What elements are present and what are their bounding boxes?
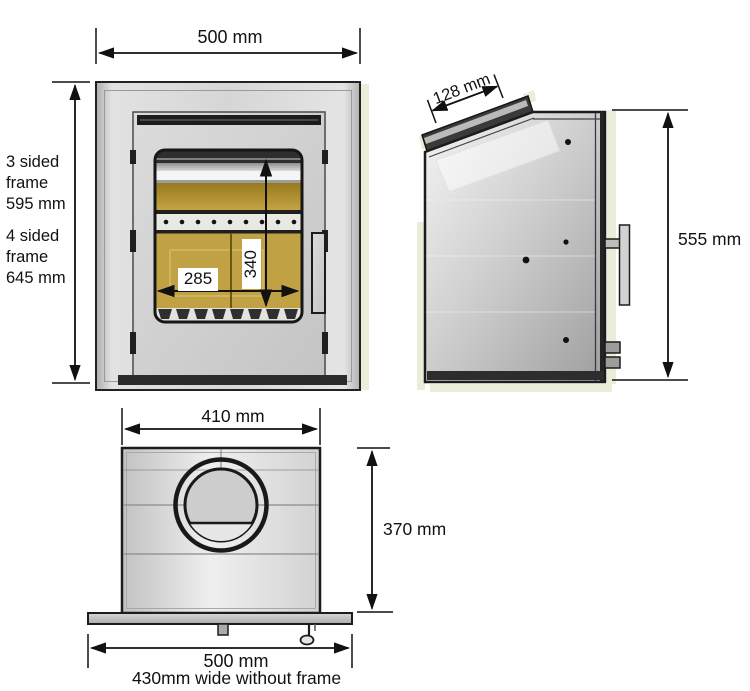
side-handle-bar bbox=[618, 224, 631, 306]
flue-collar-blanking-plate bbox=[189, 523, 253, 542]
grate-teeth bbox=[158, 309, 298, 319]
side-panel-joints bbox=[426, 199, 595, 313]
dim-label-4-sided-frame: 4 sided frame 645 mm bbox=[6, 227, 66, 287]
plan-control-knob bbox=[299, 634, 315, 646]
front-shadow-strip bbox=[360, 84, 369, 390]
dim-label-plan-overall-width: 500 mm bbox=[203, 651, 269, 671]
side-view-drawing bbox=[417, 90, 631, 392]
side-shadow-bottom bbox=[430, 384, 612, 392]
plan-bottom-tab bbox=[217, 623, 229, 636]
dim-label-side-height: 555 mm bbox=[678, 229, 742, 249]
dim-label-plan-note: 430mm wide without frame bbox=[131, 668, 342, 688]
window-frame-border bbox=[153, 148, 304, 324]
side-fixing-lug-upper bbox=[604, 341, 621, 354]
sloped-glass-panel bbox=[435, 119, 561, 193]
plan-frame-plate bbox=[87, 612, 353, 625]
upper-gold-band bbox=[155, 183, 302, 210]
side-fixing-lug-lower bbox=[604, 356, 621, 369]
dim-label-glass-width: 285 bbox=[178, 268, 218, 291]
dim-label-front-width: 500 mm bbox=[197, 27, 263, 47]
air-holes bbox=[163, 219, 297, 225]
side-bottom-trim bbox=[427, 371, 604, 380]
side-back-edge bbox=[600, 112, 604, 382]
front-door-handle bbox=[311, 232, 326, 314]
dimension-lines bbox=[52, 28, 688, 668]
dim-label-glass-height: 340 bbox=[241, 249, 261, 279]
front-window-contents bbox=[155, 150, 302, 322]
sloped-frame-highlight bbox=[424, 100, 528, 144]
grate-strip bbox=[155, 308, 302, 322]
front-view-drawing bbox=[95, 81, 369, 391]
dim-arrow-side-depth bbox=[431, 85, 499, 112]
front-bottom-trim bbox=[118, 375, 347, 385]
dim-label-plan-depth: 370 mm bbox=[383, 519, 447, 539]
dim-tick bbox=[426, 99, 437, 124]
side-rivets bbox=[522, 139, 571, 343]
plan-view-drawing bbox=[87, 446, 353, 646]
dim-label-3-sided-frame: 3 sided frame 595 mm bbox=[6, 153, 66, 213]
side-shadow-left bbox=[417, 222, 425, 390]
flue-collar-outer-ring bbox=[173, 457, 269, 553]
dim-label-plan-width: 410 mm bbox=[201, 406, 265, 426]
